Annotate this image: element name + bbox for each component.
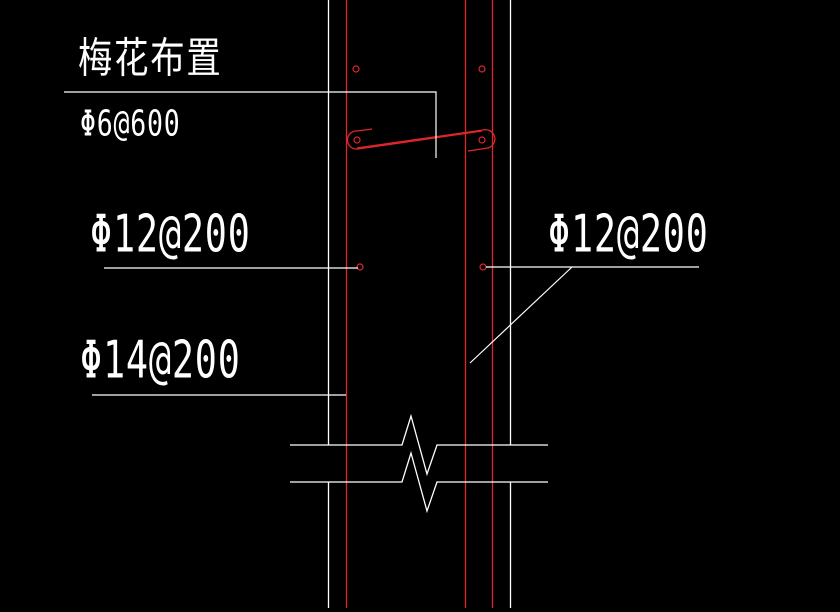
- rebar-section-dots: [352, 65, 487, 271]
- layout-title-label: 梅花布置: [78, 34, 223, 84]
- leader-right-12-diagonal: [469, 266, 573, 364]
- vertical-rebar: [345, 0, 494, 608]
- break-line-lower: [290, 450, 548, 514]
- rebar-dot: [352, 65, 360, 73]
- right-distribution-bar-label: Φ12@200: [548, 203, 709, 264]
- break-lines: [290, 413, 548, 514]
- leader-tie-layout: [64, 91, 437, 158]
- main-bar-label: Φ14@200: [80, 329, 241, 390]
- tie-bar: [346, 128, 496, 152]
- tie-bar-left-hook: [346, 128, 483, 150]
- left-distribution-bar-label: Φ12@200: [90, 203, 251, 264]
- rebar-dot: [478, 136, 486, 144]
- rebar-dot: [479, 263, 487, 271]
- tie-bar-right-hook: [356, 129, 496, 152]
- leader-lines: [64, 91, 699, 396]
- tie-bar-label: Φ6@600: [80, 102, 181, 145]
- rebar-dot: [356, 263, 364, 271]
- rebar-dot: [478, 65, 486, 73]
- wall-outline: [327, 0, 512, 608]
- break-line-upper: [290, 413, 548, 477]
- rebar-dot: [353, 136, 361, 144]
